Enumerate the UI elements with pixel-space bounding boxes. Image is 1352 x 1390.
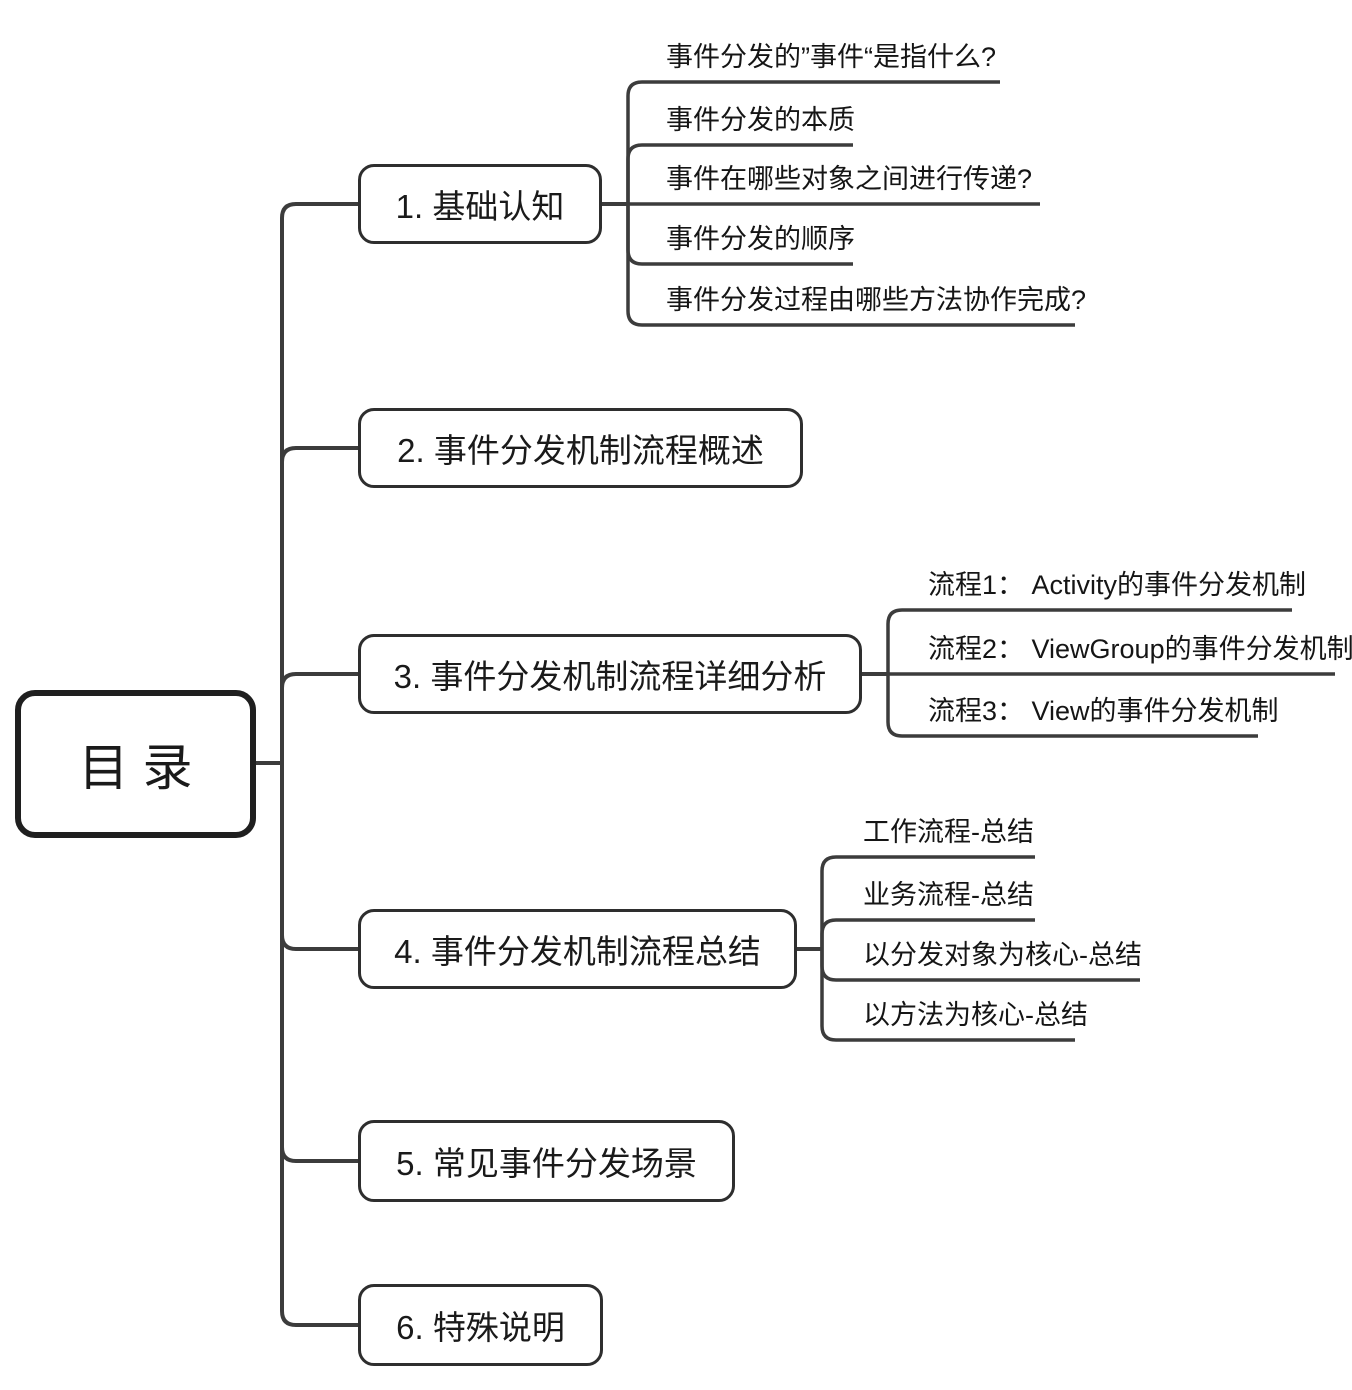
leaf-topic[interactable]: 流程3： View的事件分发机制 <box>928 696 1279 726</box>
branch-node-2-overview[interactable]: 2. 事件分发机制流程概述 <box>358 408 803 488</box>
underline-branch4-child2 <box>820 918 1035 949</box>
connector-branch-1 <box>280 202 358 763</box>
leaf-topic[interactable]: 工作流程-总结 <box>863 817 1034 847</box>
leaf-topic[interactable]: 事件分发的顺序 <box>666 224 855 254</box>
branch-node-5-common-scenarios[interactable]: 5. 常见事件分发场景 <box>358 1120 735 1202</box>
leaf-topic[interactable]: 事件分发的本质 <box>666 105 855 135</box>
leaf-topic[interactable]: 以方法为核心-总结 <box>863 1000 1088 1030</box>
leaf-topic[interactable]: 事件在哪些对象之间进行传递? <box>666 164 1033 194</box>
branch-node-1-basics[interactable]: 1. 基础认知 <box>358 164 602 244</box>
leaf-topic[interactable]: 事件分发过程由哪些方法协作完成? <box>666 285 1087 315</box>
leaf-topic[interactable]: 流程1： Activity的事件分发机制 <box>928 570 1307 600</box>
connector-branch-3 <box>280 672 358 763</box>
connector-branch-6 <box>280 763 358 1327</box>
branch-node-3-detailed-analysis[interactable]: 3. 事件分发机制流程详细分析 <box>358 634 862 714</box>
root-node-toc[interactable]: 目录 <box>15 690 256 838</box>
underline-branch4-child4 <box>820 949 1075 1042</box>
underline-branch4-child1 <box>820 855 1035 949</box>
leaf-topic[interactable]: 业务流程-总结 <box>863 880 1034 910</box>
leaf-topic[interactable]: 以分发对象为核心-总结 <box>863 940 1142 970</box>
connector-branch-2 <box>280 446 358 763</box>
leaf-topic[interactable]: 事件分发的”事件“是指什么? <box>666 42 996 72</box>
branch-node-6-special-notes[interactable]: 6. 特殊说明 <box>358 1284 603 1366</box>
underline-branch3-child3 <box>886 674 1258 738</box>
connector-branch-4 <box>280 763 358 951</box>
underline-branch1-child2 <box>626 143 853 204</box>
underline-branch1-child5 <box>626 204 1075 327</box>
underline-branch3-child1 <box>886 608 1292 674</box>
underline-branch1-child1 <box>626 80 1000 204</box>
connector-branch-5 <box>280 763 358 1163</box>
leaf-topic[interactable]: 流程2： ViewGroup的事件分发机制 <box>928 634 1352 664</box>
branch-node-4-summary[interactable]: 4. 事件分发机制流程总结 <box>358 909 797 989</box>
